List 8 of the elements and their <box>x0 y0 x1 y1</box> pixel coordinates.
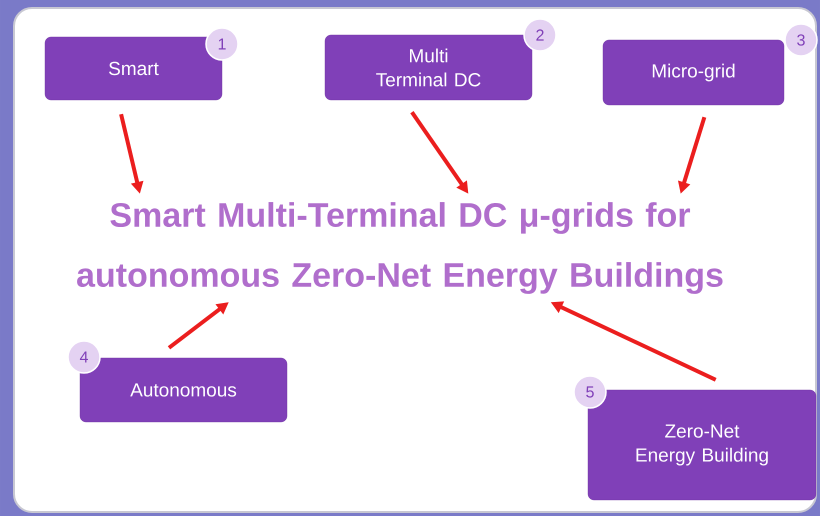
label-box: Multi Terminal DC <box>324 34 532 100</box>
number-badge: 3 <box>784 23 818 57</box>
number-badge: 1 <box>205 27 239 61</box>
label-box: Micro-grid <box>602 40 784 106</box>
title-text: Smart Multi-Terminal DC μ-grids for autonomous Zero-Net Energy Buildings <box>77 202 723 294</box>
number-badge: 5 <box>573 375 607 409</box>
number-badge: 2 <box>523 18 557 52</box>
number-badge: 4 <box>67 340 101 374</box>
